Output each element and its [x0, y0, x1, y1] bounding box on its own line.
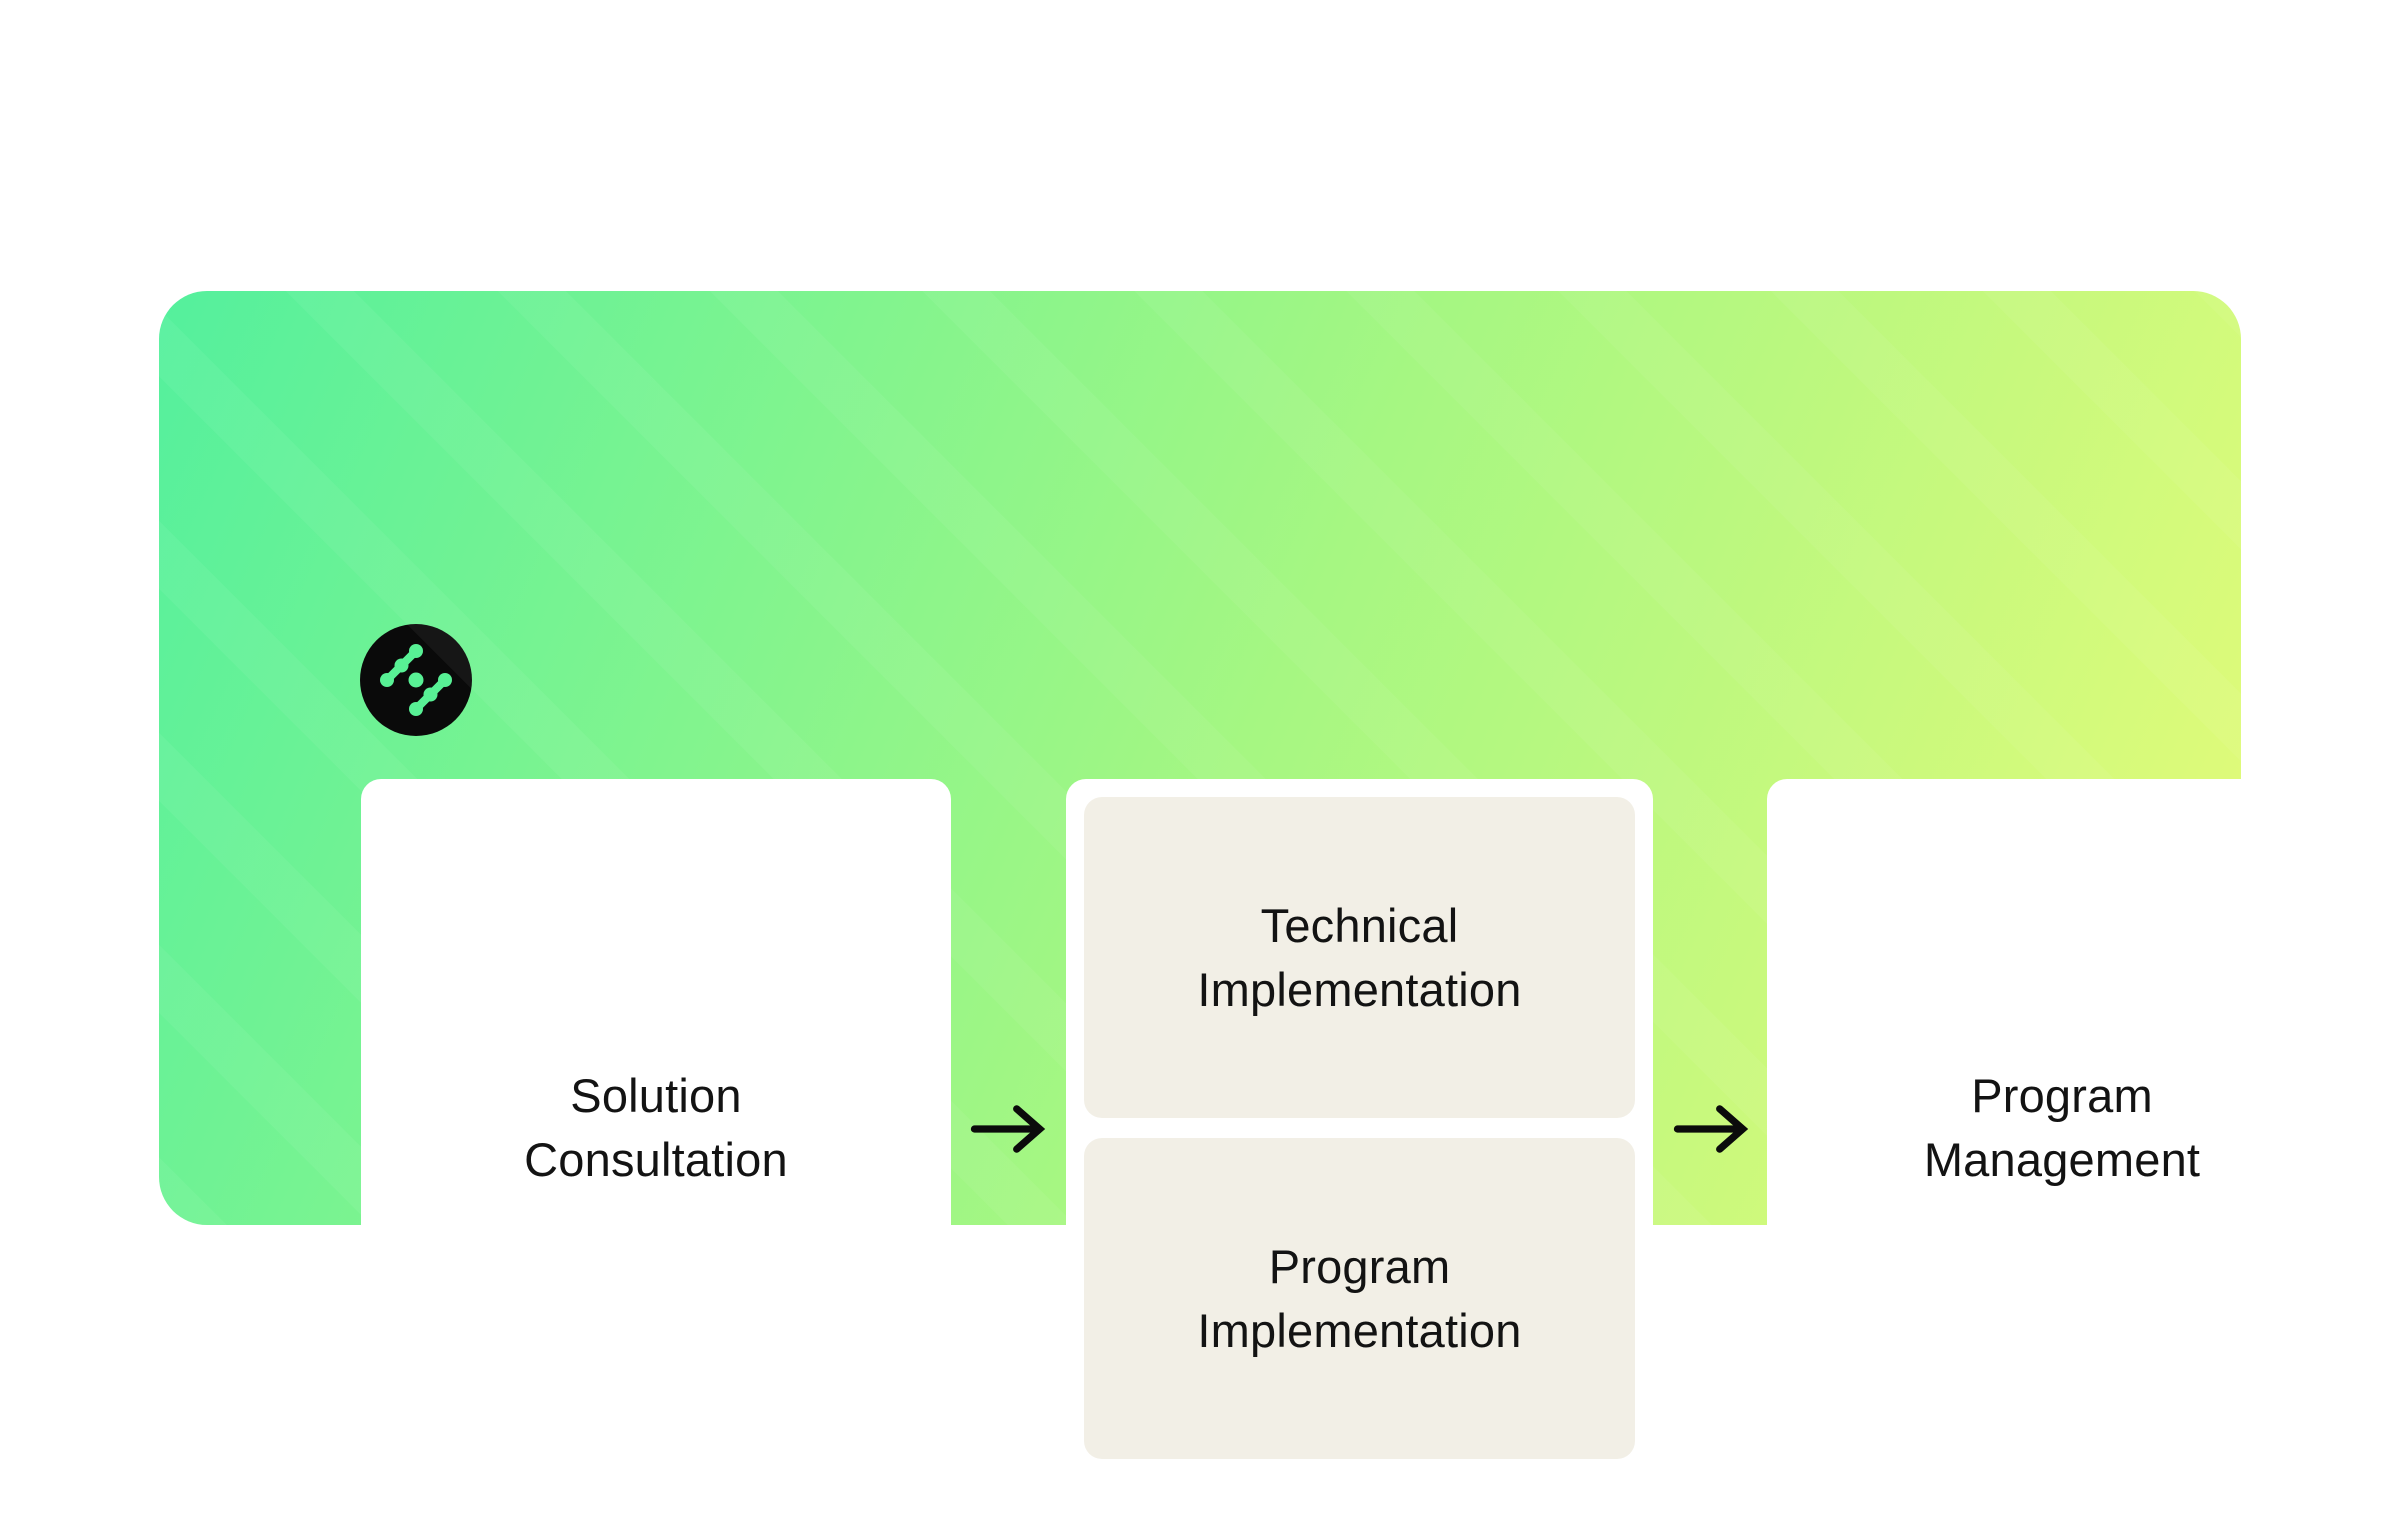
- subcard-label: Program Implementation: [1197, 1239, 1522, 1357]
- card-group-implementation: Technical Implementation Program Impleme…: [1066, 779, 1653, 1477]
- arrow-right-icon: [1673, 1105, 1751, 1153]
- subcard-program-implementation: Program Implementation: [1084, 1138, 1635, 1459]
- brand-logo: [360, 624, 472, 736]
- flow-diagram-panel: Solution Consultation Technical Implemen…: [159, 291, 2357, 1477]
- card-program-management: Program Management: [1767, 779, 2357, 1477]
- card-solution-consultation: Solution Consultation: [361, 779, 951, 1477]
- card-label: Program Management: [1923, 1069, 2201, 1186]
- card-label: Solution Consultation: [524, 1069, 788, 1186]
- arrow-right-icon: [970, 1105, 1048, 1153]
- subcard-label: Technical Implementation: [1197, 898, 1522, 1016]
- subcard-technical-implementation: Technical Implementation: [1084, 797, 1635, 1118]
- dot-chain-logo-icon: [360, 624, 472, 736]
